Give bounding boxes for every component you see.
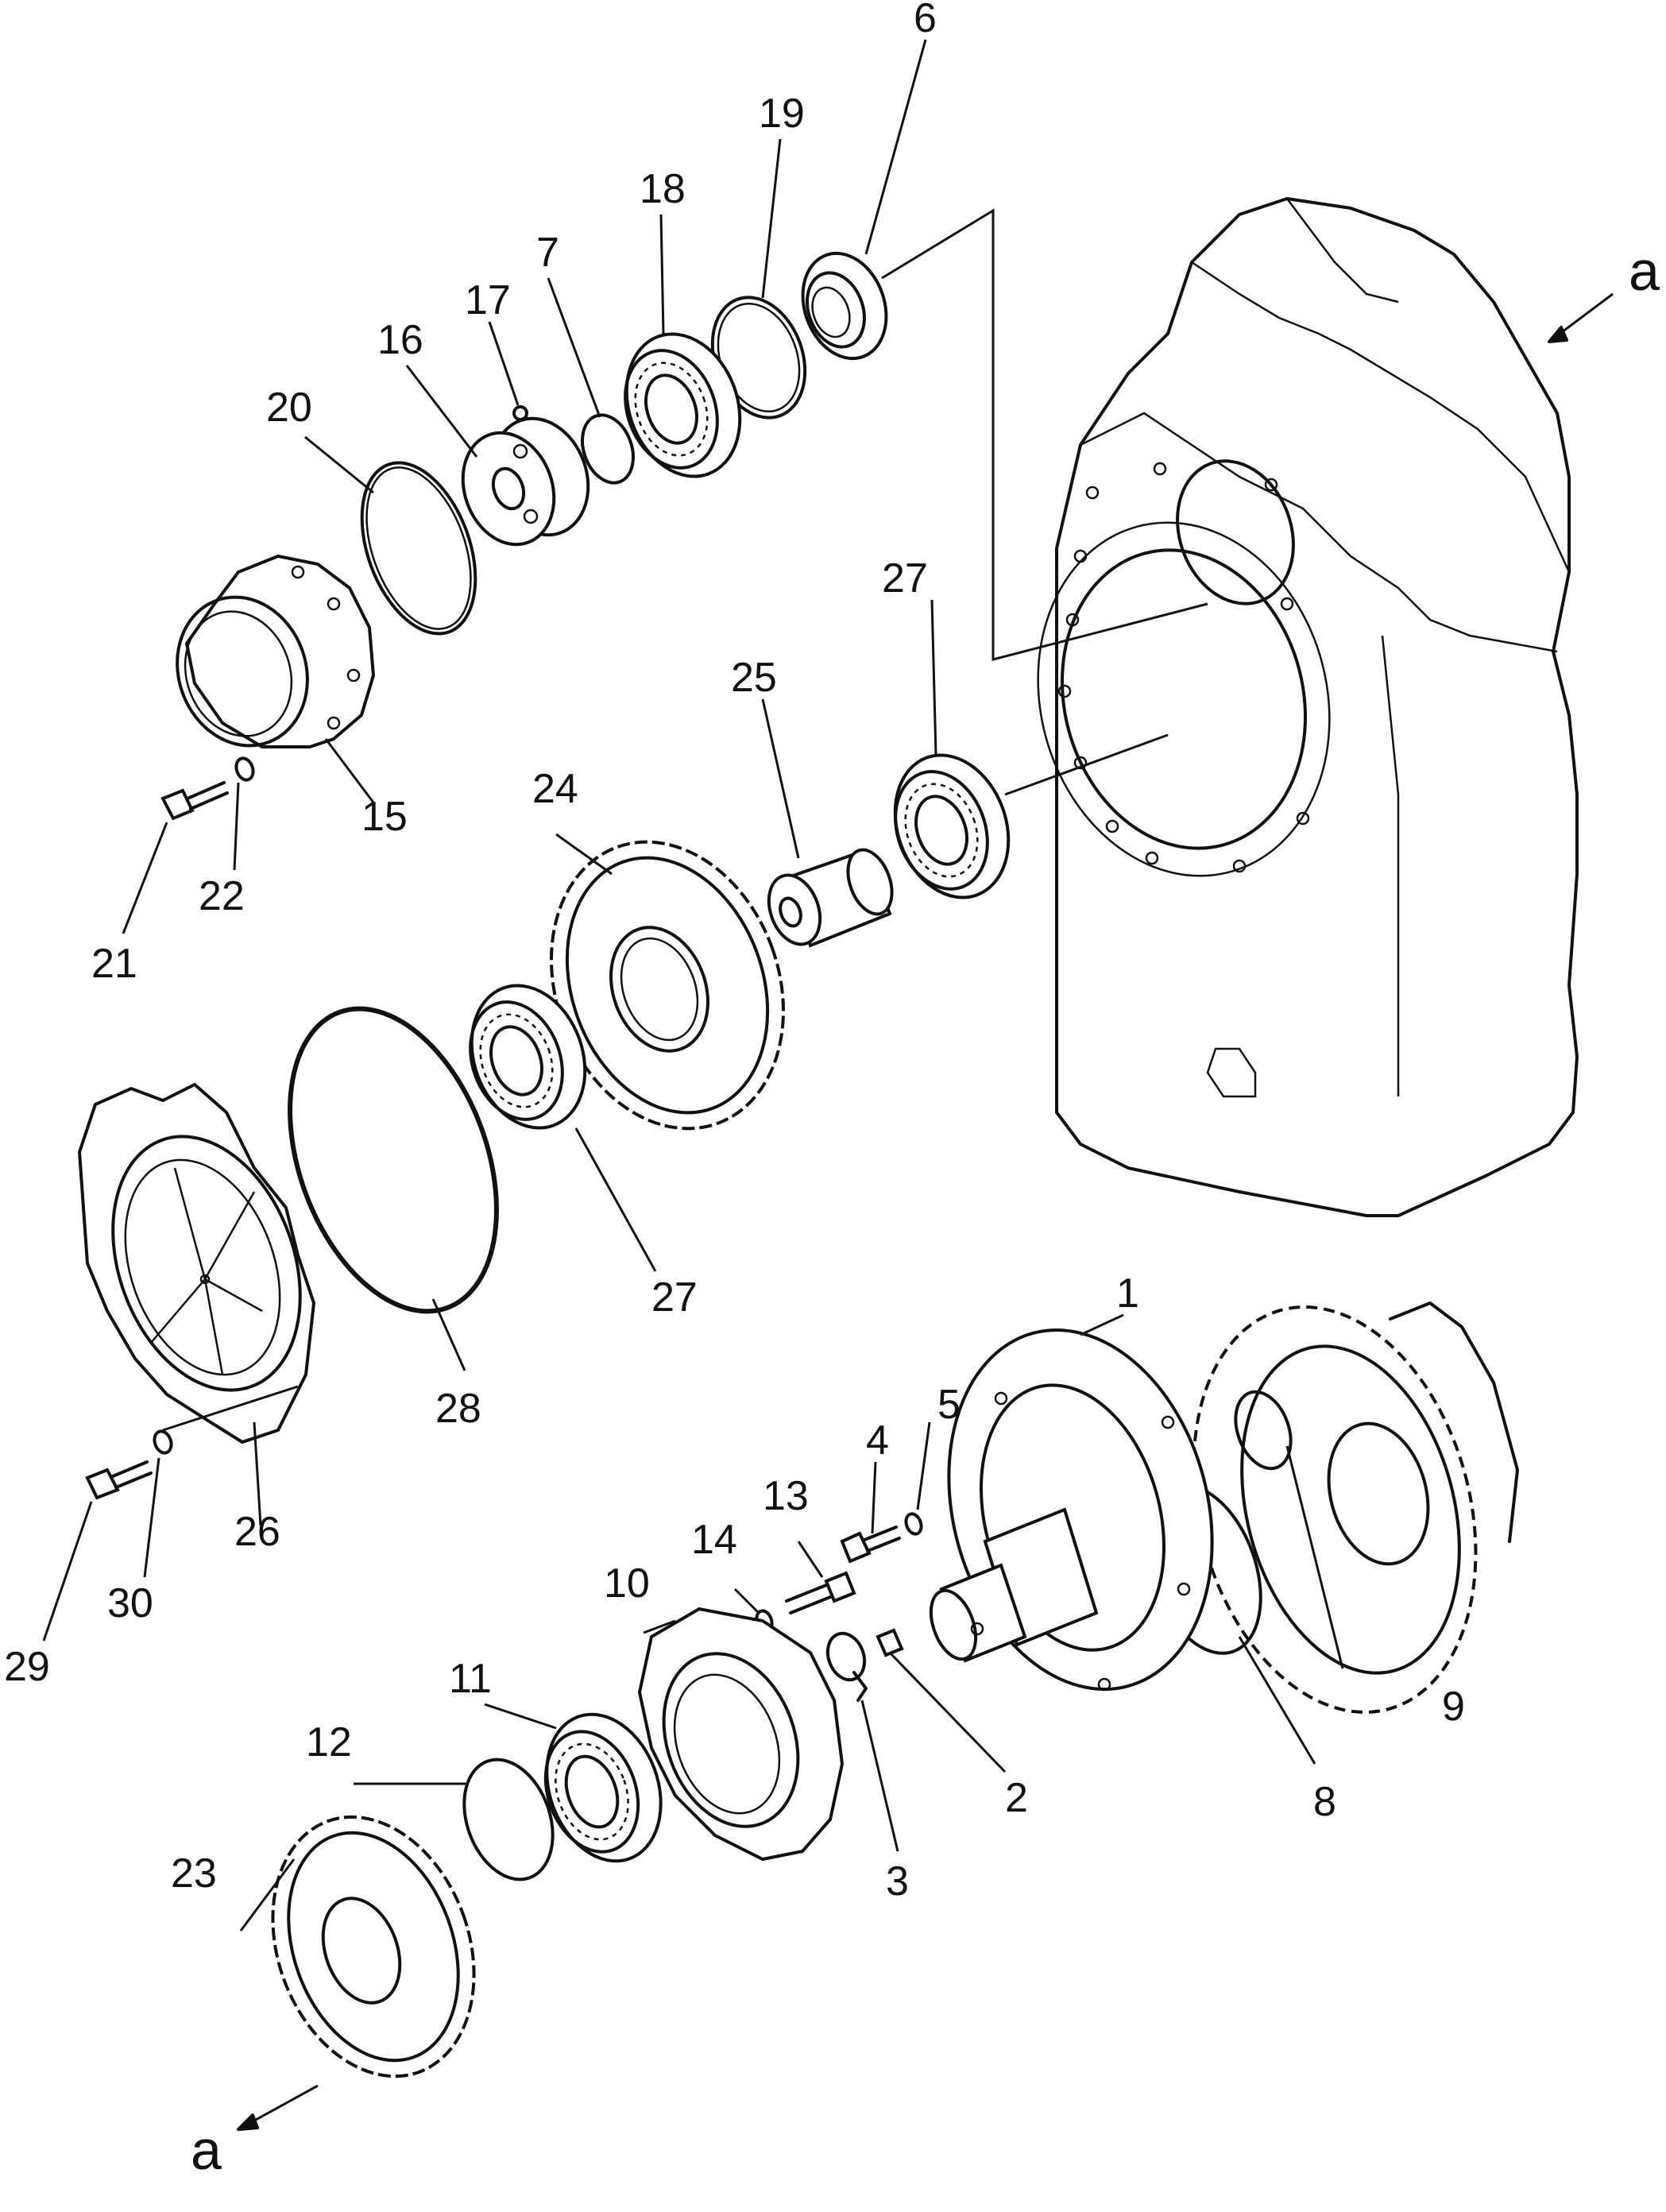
leader-6-housing — [881, 208, 1208, 661]
callout-5: 5 — [937, 1382, 961, 1428]
part-16-collar — [461, 416, 590, 547]
part-7-snap-ring — [581, 413, 635, 485]
part-23-gear — [271, 1815, 476, 2079]
part-20-o-ring — [360, 461, 477, 636]
part-30-washer — [153, 1429, 173, 1455]
callout-28: 28 — [435, 1386, 481, 1432]
callout-1: 1 — [1116, 1270, 1139, 1317]
part-27-bearing-lower — [469, 984, 587, 1130]
callout-leaders — [42, 39, 1344, 1932]
part-4-bolt — [840, 1526, 901, 1564]
callout-19: 19 — [759, 91, 805, 137]
part-12-snap-ring — [462, 1758, 555, 1881]
callout-25: 25 — [731, 655, 777, 701]
part-18-bearing — [624, 332, 742, 478]
callout-7: 7 — [536, 230, 559, 276]
callout-11: 11 — [449, 1656, 492, 1702]
callout-labels: 6 19 18 7 17 16 20 15 22 21 27 25 24 27 … — [4, 0, 1660, 2181]
callout-8: 8 — [1313, 1779, 1336, 1825]
part-22-washer — [234, 756, 255, 782]
callout-27-lower: 27 — [651, 1274, 698, 1321]
ref-a-top: a — [1629, 240, 1660, 302]
ref-a-bottom: a — [191, 2119, 222, 2181]
arrow-a-top — [1548, 326, 1568, 343]
callout-27-upper: 27 — [882, 555, 928, 601]
part-11-bearing — [543, 1712, 663, 1863]
callout-4: 4 — [866, 1417, 889, 1464]
part-25-spline-shaft — [767, 848, 894, 948]
callout-15: 15 — [361, 794, 408, 840]
arrow-a-bottom — [237, 2113, 259, 2131]
part-29-bolt — [85, 1460, 153, 1500]
callout-22: 22 — [199, 873, 245, 919]
part-3-lock-washer — [825, 1631, 868, 1702]
callout-24: 24 — [532, 766, 578, 812]
part-5-washer — [904, 1512, 923, 1536]
part-15-bearing-cage — [176, 554, 376, 748]
callout-10: 10 — [604, 1560, 650, 1607]
part-17-ball — [512, 405, 528, 421]
part-1-input-shaft — [929, 1328, 1214, 1692]
callout-14: 14 — [691, 1517, 737, 1563]
part-13-bolt — [785, 1571, 856, 1615]
part-6-oil-seal — [801, 251, 888, 361]
leader-27-housing — [1004, 733, 1169, 796]
part-9-seal-ring — [1234, 1390, 1293, 1471]
callout-23: 23 — [171, 1850, 217, 1897]
callout-9: 9 — [1442, 1684, 1465, 1730]
part-21-bolt — [160, 781, 229, 821]
callout-13: 13 — [763, 1473, 809, 1519]
part-9-pump-housing — [1192, 1301, 1519, 1714]
part-27-bearing-upper — [893, 753, 1011, 899]
callout-30: 30 — [107, 1580, 153, 1626]
transmission-housing — [1037, 197, 1579, 1217]
callout-3: 3 — [886, 1858, 909, 1905]
part-24-gear — [550, 840, 785, 1131]
callout-21: 21 — [91, 941, 137, 987]
callout-2: 2 — [1005, 1775, 1028, 1821]
callout-16: 16 — [377, 317, 423, 363]
callout-20: 20 — [266, 385, 312, 431]
callout-26: 26 — [234, 1509, 280, 1555]
part-26-cover — [77, 1082, 316, 1444]
part-10-retainer — [637, 1607, 845, 1862]
callout-6: 6 — [914, 0, 937, 41]
part-2-plug — [876, 1628, 904, 1657]
callout-17: 17 — [465, 277, 511, 323]
callout-29: 29 — [4, 1644, 50, 1690]
callout-12: 12 — [306, 1719, 352, 1765]
part-28-o-ring — [288, 1006, 499, 1314]
callout-18: 18 — [640, 166, 686, 212]
